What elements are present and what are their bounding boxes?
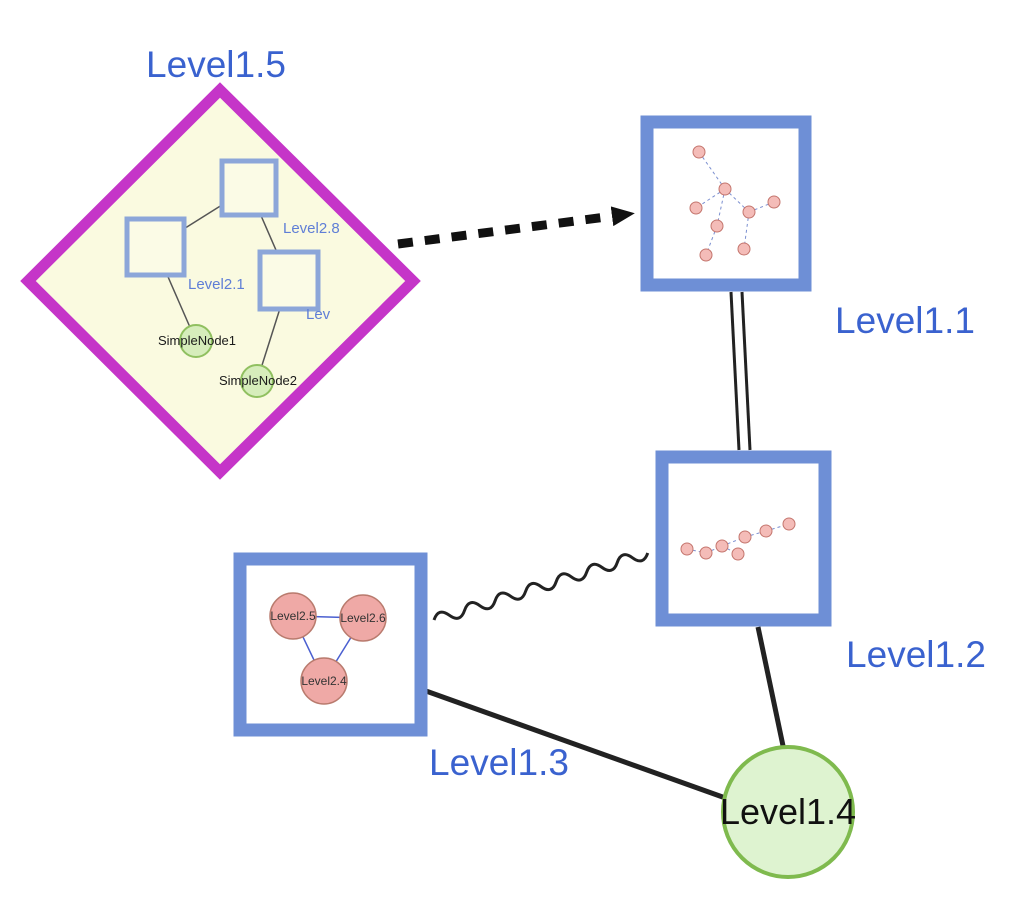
dashed-arrow-edge[interactable] [397, 206, 635, 249]
level1-1-label: Level1.1 [835, 300, 975, 341]
level2-5-circle-node[interactable] [269, 592, 317, 640]
level2-6-label: Level2.6 [340, 611, 386, 625]
lev-square-node[interactable] [257, 249, 321, 312]
mini-node[interactable] [710, 219, 724, 233]
level2-1-square-node[interactable] [124, 216, 187, 278]
level2-6-circle-node[interactable] [339, 594, 387, 642]
edge-level12-to-level14[interactable] [755, 626, 789, 761]
edge-level13-to-level14[interactable] [425, 688, 746, 808]
double-edge-line-2[interactable] [740, 291, 752, 451]
level1-1-mini-nodes[interactable] [689, 145, 781, 262]
mini-node[interactable] [738, 530, 752, 544]
level1-1-square-node[interactable] [640, 115, 812, 292]
level1-2-group [655, 450, 832, 627]
edge-level15-to-level11[interactable] [397, 206, 635, 249]
level1-2-mini-nodes[interactable] [680, 517, 796, 561]
level2-5-label: Level2.5 [270, 609, 316, 623]
mini-node[interactable] [718, 182, 732, 196]
double-edge-line-1[interactable] [729, 291, 741, 451]
level1-5-group: Level2.8 Level2.1 Lev SimpleNode1 Simple… [20, 82, 421, 480]
mini-node[interactable] [731, 547, 745, 561]
level2-8-label: Level2.8 [283, 220, 340, 237]
mini-node[interactable] [742, 205, 756, 219]
edge-level13-to-level12[interactable] [432, 548, 650, 625]
mini-node[interactable] [759, 524, 773, 538]
simple-node-2-label: SimpleNode2 [219, 373, 297, 388]
mini-node[interactable] [782, 517, 796, 531]
mini-node[interactable] [737, 242, 751, 256]
level1-3-group: Level2.5 Level2.6 Level2.4 [233, 552, 428, 737]
mini-node[interactable] [699, 546, 713, 560]
level1-5-diamond-node[interactable] [20, 82, 421, 480]
level1-4-label: Level1.4 [720, 791, 856, 832]
level1-2-label: Level1.2 [846, 634, 986, 675]
wavy-edge-path[interactable] [432, 548, 650, 625]
level2-1-label: Level2.1 [188, 276, 245, 293]
lev-truncated-label: Lev [306, 306, 331, 323]
mini-node[interactable] [767, 195, 781, 209]
level1-1-group [640, 115, 812, 292]
mini-node[interactable] [680, 542, 694, 556]
simple-node-2-circle[interactable] [240, 364, 274, 398]
mini-node[interactable] [692, 145, 706, 159]
mini-node[interactable] [699, 248, 713, 262]
level1-3-square-node[interactable] [233, 552, 428, 737]
level1-4-group: Level1.4 [720, 745, 856, 879]
level2-8-square-node[interactable] [219, 158, 279, 218]
mini-node[interactable] [689, 201, 703, 215]
simple-node-1-circle[interactable] [179, 324, 213, 358]
edge-level11-to-level12[interactable] [729, 291, 752, 451]
level1-3-label: Level1.3 [429, 742, 569, 783]
level2-4-circle-node[interactable] [300, 657, 348, 705]
level2-4-label: Level2.4 [301, 674, 347, 688]
level1-4-circle-node[interactable] [721, 745, 855, 879]
level1-5-label: Level1.5 [146, 44, 286, 85]
mini-node[interactable] [715, 539, 729, 553]
simple-node-1-label: SimpleNode1 [158, 333, 236, 348]
